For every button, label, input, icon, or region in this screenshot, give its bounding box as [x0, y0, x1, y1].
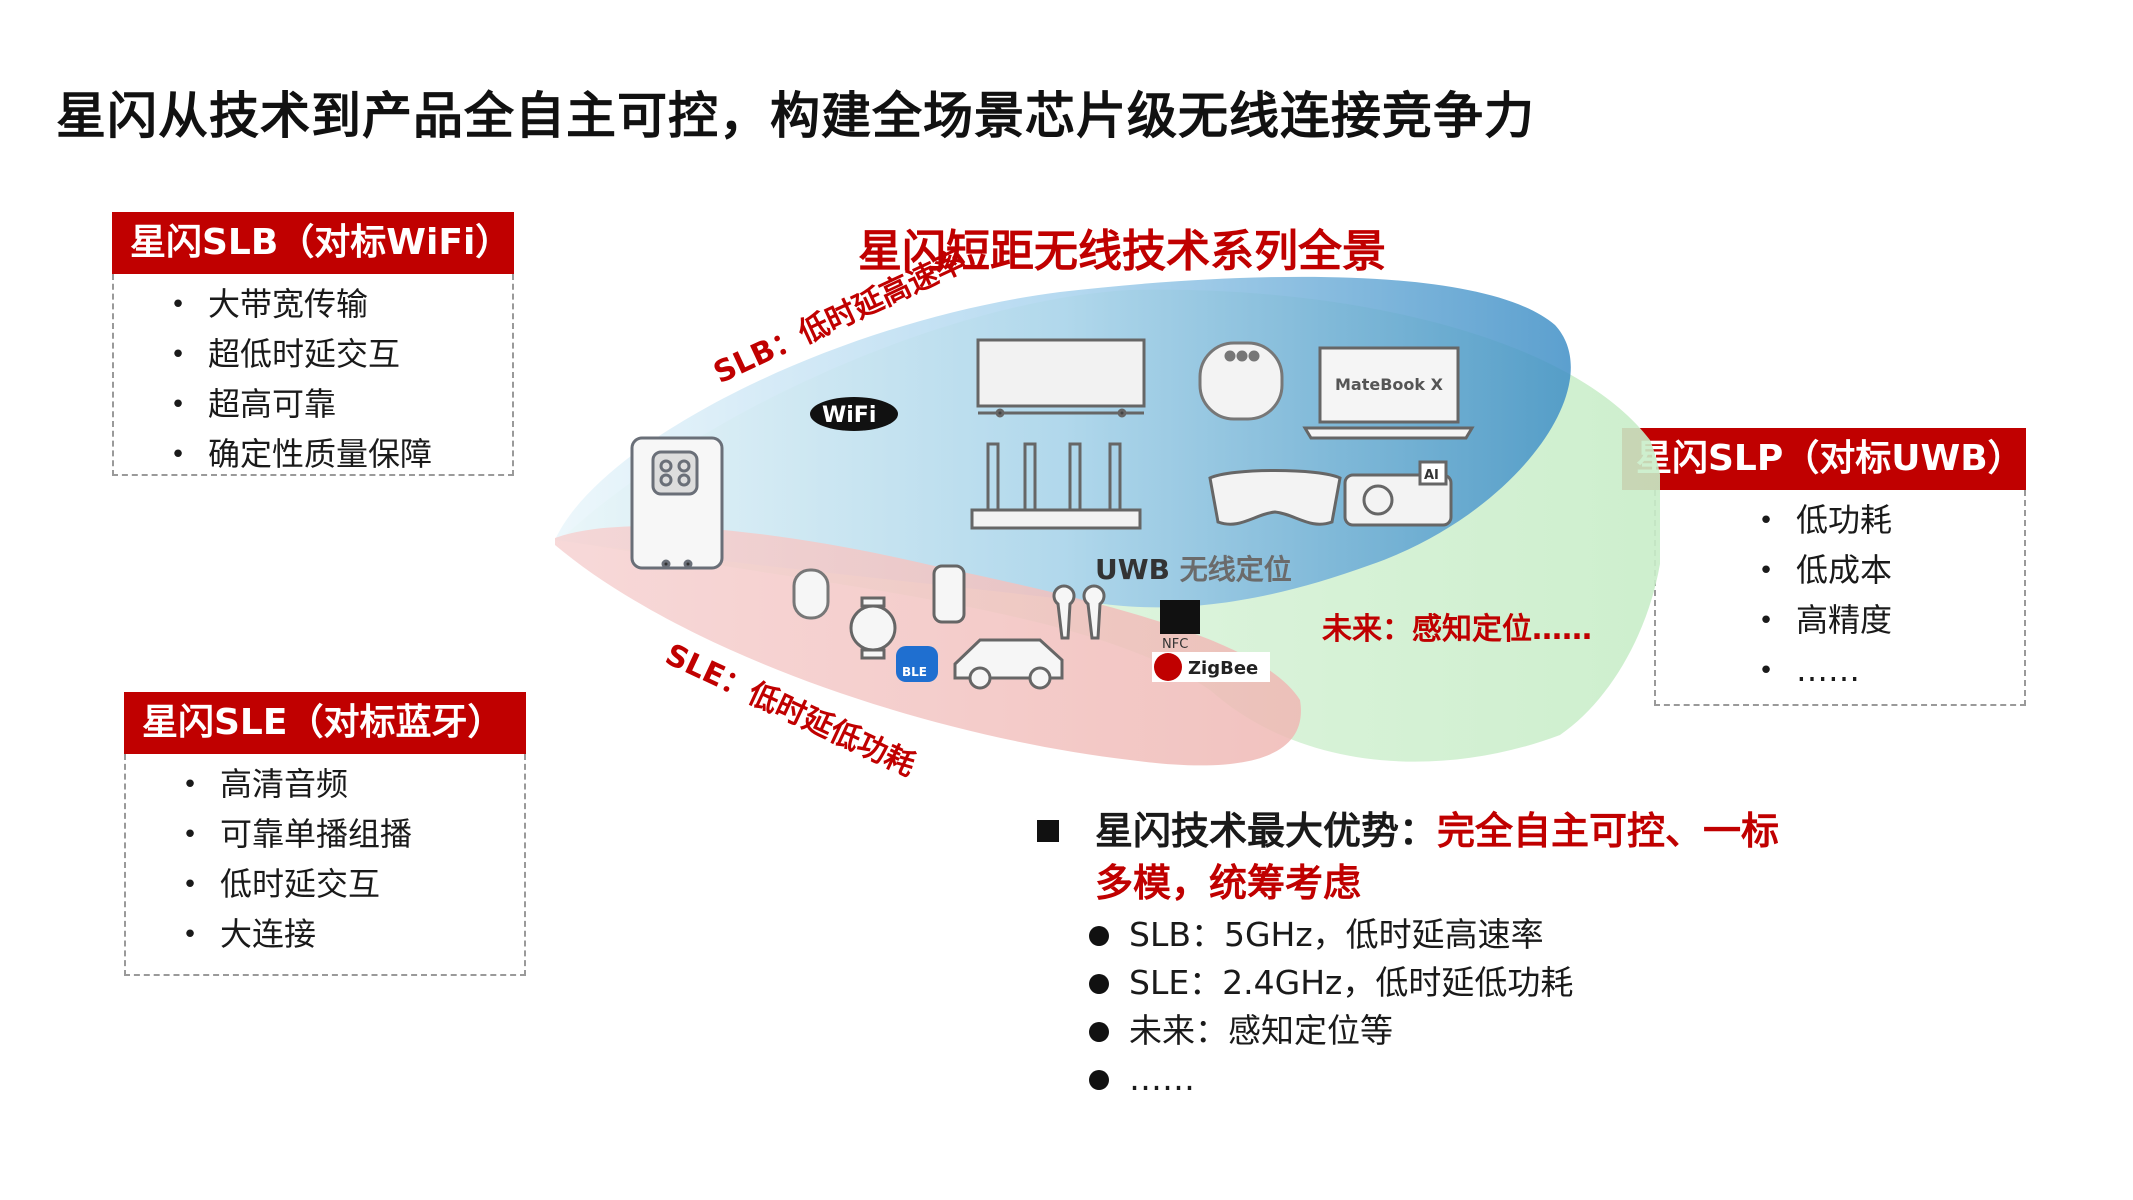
uwb-label: UWB 无线定位 [1095, 548, 1292, 588]
advantage-heading-red-2: 多模，统筹考虑 [1095, 861, 1362, 905]
zigbee-icon: ZigBee [1152, 652, 1270, 682]
router-icon [970, 442, 1142, 530]
earbuds-icon [1052, 584, 1106, 640]
sle-region [555, 526, 1301, 766]
advantage-item: SLE：2.4GHz，低时延低功耗 [1089, 959, 1875, 1007]
slp-feature: 高精度 [1752, 596, 2024, 646]
sle-panel-body: 高清音频 可靠单播组播 低时延交互 大连接 [124, 754, 526, 976]
nfc-logo-text: NFC [1162, 637, 1188, 652]
smartphone-icon [630, 436, 724, 570]
ai-chip-text: AI [1424, 468, 1439, 483]
slb-feature: 大带宽传输 [164, 280, 512, 330]
advantage-item: …… [1089, 1055, 1875, 1103]
slide-title: 星闪从技术到产品全自主可控，构建全场景芯片级无线连接竞争力 [56, 87, 1535, 145]
sle-panel-header: 星闪SLE（对标蓝牙） [124, 692, 526, 754]
slb-panel-body: 大带宽传输 超低时延交互 超高可靠 确定性质量保障 [112, 274, 514, 476]
technology-landscape-diagram: MateBook X AI WiFi BLE [555, 276, 1660, 766]
slb-panel-header: 星闪SLB（对标WiFi） [112, 212, 514, 274]
slb-feature: 超高可靠 [164, 380, 512, 430]
advantage-heading-red: 完全自主可控、一标 [1437, 809, 1780, 853]
fitness-band-icon [932, 564, 966, 624]
slp-feature: 低功耗 [1752, 496, 2024, 546]
smart-speaker-icon [1198, 341, 1284, 421]
advantage-heading-black: 星闪技术最大优势： [1095, 809, 1438, 853]
nfc-icon: NFC [1160, 600, 1200, 652]
car-icon [953, 638, 1064, 690]
tv-icon [976, 338, 1146, 418]
laptop-icon: MateBook X [1302, 346, 1475, 440]
slb-feature: 超低时延交互 [164, 330, 512, 380]
slp-panel-body: 低功耗 低成本 高精度 …… [1654, 490, 2026, 706]
slb-feature: 确定性质量保障 [164, 430, 512, 480]
future-label: 未来：感知定位…… [1322, 612, 1592, 647]
slp-feature: …… [1752, 646, 2024, 696]
sle-feature: 大连接 [176, 910, 524, 960]
projector-icon: AI [1343, 460, 1453, 527]
sle-feature: 高清音频 [176, 760, 524, 810]
slp-panel: 星闪SLP（对标UWB） 低功耗 低成本 高精度 …… [1622, 428, 2026, 706]
wifi-logo-text: WiFi [822, 403, 876, 428]
diagram-title: 星闪短距无线技术系列全景 [858, 226, 1386, 277]
uwb-text: UWB [1095, 553, 1170, 586]
slb-panel: 星闪SLB（对标WiFi） 大带宽传输 超低时延交互 超高可靠 确定性质量保障 [112, 212, 514, 476]
zigbee-logo-text: ZigBee [1188, 658, 1258, 679]
sle-feature: 低时延交互 [176, 860, 524, 910]
advantage-heading: 星闪技术最大优势：完全自主可控、一标 多模，统筹考虑 [1035, 805, 1875, 909]
vr-glasses-icon [1208, 469, 1342, 526]
advantage-item: SLB：5GHz，低时延高速率 [1089, 911, 1875, 959]
advantage-item: 未来：感知定位等 [1089, 1007, 1875, 1055]
slp-panel-header: 星闪SLP（对标UWB） [1622, 428, 2026, 490]
bluetooth-icon: BLE [896, 646, 938, 682]
square-bullet-icon [1037, 820, 1059, 842]
wifi-logo-icon: WiFi [810, 397, 898, 431]
ble-logo-text: BLE [902, 665, 927, 679]
uwb-subtext: 无线定位 [1179, 553, 1292, 586]
sle-feature: 可靠单播组播 [176, 810, 524, 860]
slp-feature: 低成本 [1752, 546, 2024, 596]
matebook-logo-text: MateBook X [1335, 375, 1444, 394]
mouse-icon [792, 568, 830, 620]
smartwatch-icon [849, 596, 897, 660]
sle-panel: 星闪SLE（对标蓝牙） 高清音频 可靠单播组播 低时延交互 大连接 [124, 692, 526, 976]
advantage-section: 星闪技术最大优势：完全自主可控、一标 多模，统筹考虑 SLB：5GHz，低时延高… [1035, 805, 1875, 1103]
